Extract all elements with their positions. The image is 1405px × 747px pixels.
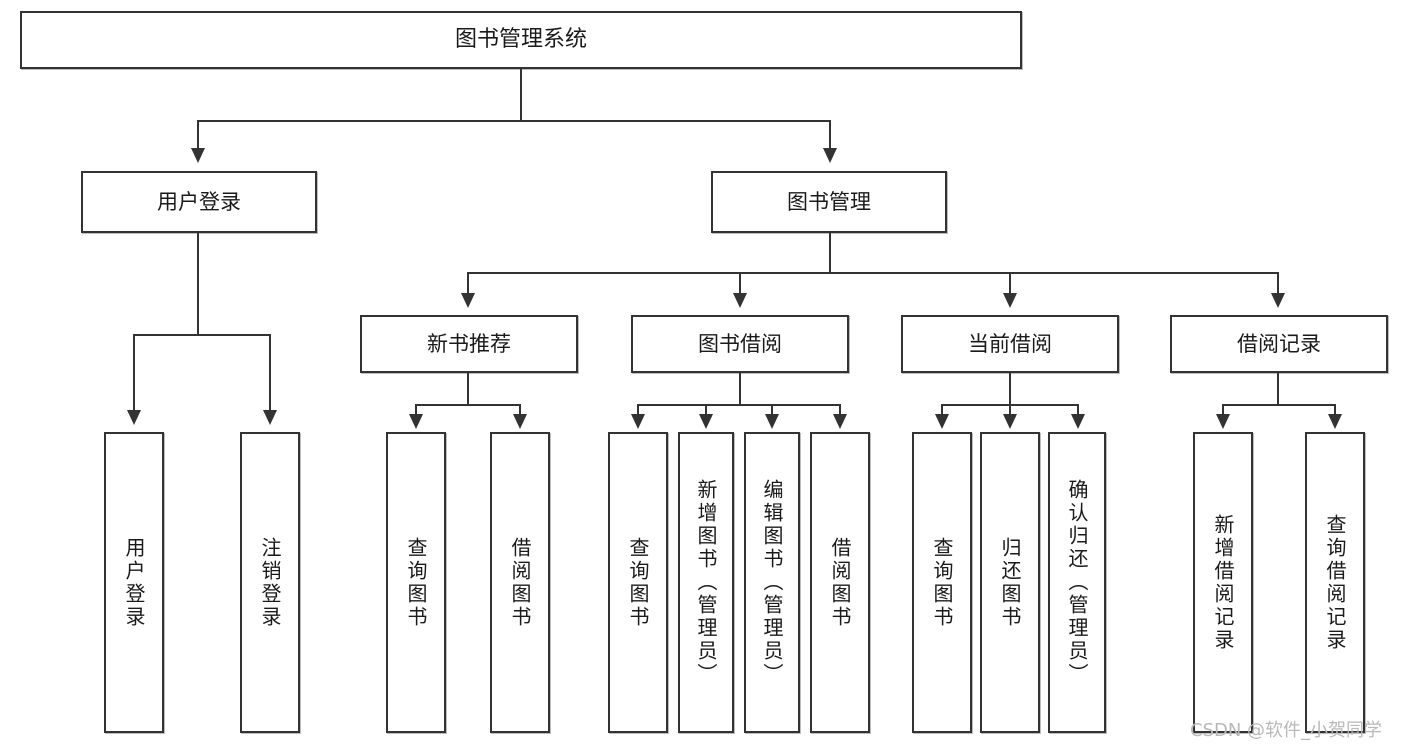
arrowhead-leaf-borrow-book-2: [833, 414, 847, 429]
arrowhead-leaf-logout: [263, 410, 277, 425]
node-leaf-borrow-book-borrow[interactable]: 借阅图书: [810, 432, 870, 733]
connector-user-login-leaf-2: [269, 334, 271, 410]
node-borrow-record[interactable]: 借阅记录: [1170, 315, 1388, 373]
node-label: 图书管理: [787, 189, 871, 214]
node-root-book-management-system[interactable]: 图书管理系统: [20, 11, 1022, 69]
arrowhead-borrow-record: [1271, 293, 1285, 308]
node-book-borrow[interactable]: 图书借阅: [631, 315, 849, 373]
connector-user-login-bar: [133, 334, 269, 336]
node-leaf-query-book-borrow[interactable]: 查询图书: [608, 432, 668, 733]
arrowhead-leaf-edit-book: [765, 414, 779, 429]
connector-user-login-leaf-1: [133, 334, 135, 410]
connector-level2-bar: [197, 120, 831, 122]
node-leaf-edit-book[interactable]: 编辑图书（管理员）: [744, 432, 800, 733]
arrowhead-leaf-query-book-1: [409, 414, 423, 429]
node-label: 查询借阅记录: [1323, 513, 1347, 652]
arrowhead-current-borrow: [1003, 293, 1017, 308]
arrowhead-leaf-query-book-3: [935, 414, 949, 429]
connector-current-borrow-stem: [1009, 373, 1011, 405]
connector-to-user-login: [197, 120, 199, 148]
node-label: 当前借阅: [968, 331, 1052, 356]
node-leaf-confirm-return[interactable]: 确认归还（管理员）: [1048, 432, 1106, 733]
connector-user-login-stem: [197, 233, 199, 335]
connector-root-stem: [520, 69, 522, 121]
node-label: 用户登录: [122, 536, 146, 629]
arrowhead-book-manage: [823, 148, 837, 163]
node-leaf-borrow-book-new-recommend[interactable]: 借阅图书: [490, 432, 550, 733]
connector-bb-leaf-4: [839, 404, 841, 414]
arrowhead-leaf-borrow-book-1: [513, 414, 527, 429]
node-leaf-query-borrow-record[interactable]: 查询借阅记录: [1305, 432, 1365, 733]
connector-book-borrow-bar: [637, 404, 841, 406]
node-label: 注销登录: [258, 536, 282, 629]
arrowhead-leaf-add-record: [1216, 414, 1230, 429]
connector-br-leaf-2: [1334, 404, 1336, 414]
node-label: 查询图书: [404, 536, 428, 629]
node-book-manage[interactable]: 图书管理: [711, 171, 947, 233]
connector-to-borrow-record: [1277, 272, 1279, 293]
connector-to-book-borrow: [739, 272, 741, 293]
connector-to-current-borrow: [1009, 272, 1011, 293]
watermark-text: CSDN @软件_小贺同学: [1190, 720, 1383, 741]
connector-to-new-book-recommend: [467, 272, 469, 293]
connector-nbr-leaf-2: [519, 404, 521, 414]
node-leaf-add-book[interactable]: 新增图书（管理员）: [678, 432, 734, 733]
node-label: 图书借阅: [698, 331, 782, 356]
node-label: 查询图书: [930, 536, 954, 629]
connector-cb-leaf-1: [941, 404, 943, 414]
arrowhead-new-book-recommend: [461, 293, 475, 308]
node-leaf-add-borrow-record[interactable]: 新增借阅记录: [1193, 432, 1253, 733]
node-leaf-query-book-new-recommend[interactable]: 查询图书: [386, 432, 446, 733]
connector-bb-leaf-1: [637, 404, 639, 414]
arrowhead-user-login: [191, 148, 205, 163]
connector-borrow-record-bar: [1222, 404, 1334, 406]
node-label: 用户登录: [157, 189, 241, 214]
arrowhead-leaf-return-book: [1003, 414, 1017, 429]
connector-level3-bar: [467, 272, 1279, 274]
node-label: 借阅图书: [508, 536, 532, 629]
connector-cb-leaf-3: [1077, 404, 1079, 414]
node-label: 确认归还（管理员）: [1065, 479, 1089, 686]
node-label: 图书管理系统: [454, 27, 587, 53]
node-label: 归还图书: [998, 536, 1022, 629]
connector-borrow-record-stem: [1277, 373, 1279, 405]
node-label: 借阅记录: [1237, 331, 1321, 356]
node-leaf-user-login[interactable]: 用户登录: [104, 432, 164, 733]
connector-nbr-leaf-1: [415, 404, 417, 414]
connector-cb-leaf-2: [1009, 404, 1011, 414]
arrowhead-book-borrow: [733, 293, 747, 308]
node-label: 新书推荐: [427, 331, 511, 356]
node-new-book-recommend[interactable]: 新书推荐: [360, 315, 578, 373]
connector-new-book-recommend-bar: [415, 404, 519, 406]
arrowhead-leaf-query-record: [1328, 414, 1342, 429]
connector-new-book-recommend-stem: [467, 373, 469, 405]
node-user-login[interactable]: 用户登录: [81, 171, 317, 233]
arrowhead-leaf-add-book: [699, 414, 713, 429]
arrowhead-leaf-user-login: [127, 410, 141, 425]
connector-to-book-manage: [829, 120, 831, 148]
node-leaf-logout[interactable]: 注销登录: [240, 432, 300, 733]
node-leaf-query-book-current[interactable]: 查询图书: [912, 432, 972, 733]
connector-br-leaf-1: [1222, 404, 1224, 414]
node-label: 新增借阅记录: [1211, 513, 1235, 652]
node-label: 新增图书（管理员）: [694, 479, 718, 686]
arrowhead-leaf-query-book-2: [631, 414, 645, 429]
node-label: 借阅图书: [828, 536, 852, 629]
node-current-borrow[interactable]: 当前借阅: [901, 315, 1119, 373]
connector-bb-leaf-2: [705, 404, 707, 414]
node-label: 查询图书: [626, 536, 650, 629]
connector-bb-leaf-3: [771, 404, 773, 414]
connector-book-borrow-stem: [739, 373, 741, 405]
connector-book-manage-stem: [829, 233, 831, 273]
arrowhead-leaf-confirm-return: [1071, 414, 1085, 429]
node-label: 编辑图书（管理员）: [760, 479, 784, 686]
node-leaf-return-book[interactable]: 归还图书: [980, 432, 1040, 733]
